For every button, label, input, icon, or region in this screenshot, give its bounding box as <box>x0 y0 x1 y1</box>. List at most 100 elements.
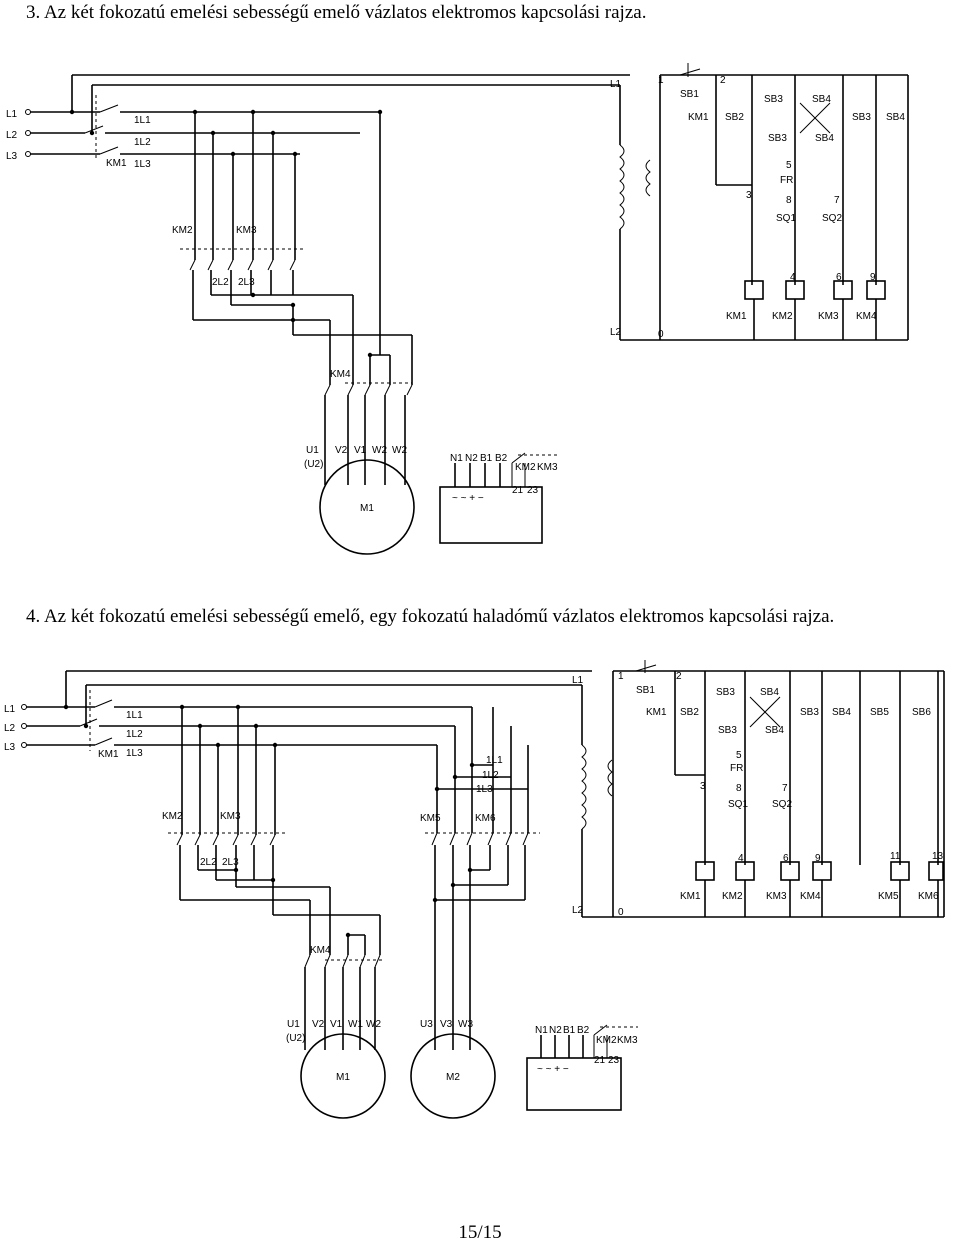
terminal-label: U1 <box>306 445 319 456</box>
caption-diagram-3: 3. Az két fokozatú emelési sebességű eme… <box>26 2 647 23</box>
rectifier-box <box>526 1057 622 1111</box>
contactor-label: KM4 <box>330 369 351 380</box>
node-label: 6 <box>836 272 842 283</box>
node-label: 3 <box>700 781 706 792</box>
button-label: SB6 <box>912 707 931 718</box>
terminal-label: V2 <box>335 445 348 456</box>
wiring-diagram-4: L1 L2 L3 KM1 1L1 1L2 1L3 KM <box>0 655 960 1200</box>
coil-label: KM3 <box>818 311 839 322</box>
coil-km1 <box>744 280 764 300</box>
bus-label: 2L3 <box>238 277 255 288</box>
wiring-diagram-3-svg: L1 L2 L3 KM1 1L1 1L2 1L3 <box>6 63 909 555</box>
motor-label: M1 <box>336 1072 350 1083</box>
control-section-1: L1 L2 1 2 3 4 5 6 7 8 9 0 SB1 KM1 SB2 SB… <box>610 63 909 341</box>
button-label: SB4 <box>765 725 784 736</box>
rectifier-symbols: ~ ~ + − <box>452 493 484 504</box>
terminal-label: W2 <box>392 445 407 456</box>
node-label: 7 <box>834 195 840 206</box>
aux-contact-label: KM1 <box>688 112 709 123</box>
motor-label: M2 <box>446 1072 460 1083</box>
coil-label: KM2 <box>772 311 793 322</box>
relay-label: FR <box>730 763 743 774</box>
bus-label: 1L1 <box>486 755 503 766</box>
bus-label: 1L3 <box>134 159 151 170</box>
terminal-label: B1 <box>563 1025 576 1036</box>
power-section-1: L1 L2 L3 KM1 1L1 1L2 1L3 <box>6 74 630 555</box>
limit-switch-label: SQ2 <box>772 799 792 810</box>
aux-label: 23 <box>608 1055 620 1066</box>
rectifier-box <box>439 486 543 544</box>
terminal-label: U1 <box>287 1019 300 1030</box>
button-label: SB3 <box>800 707 819 718</box>
aux-label: 21 <box>512 485 524 496</box>
bus-label: 1L2 <box>482 770 499 781</box>
control-section-2: L1 L2 1 2 3 4 5 6 7 8 9 11 13 0 SB1 KM1 … <box>572 660 945 918</box>
aux-label: KM3 <box>537 462 558 473</box>
coil-label: KM6 <box>918 891 939 902</box>
terminal-label: W2 <box>372 445 387 456</box>
terminal-label: (U2) <box>304 459 323 470</box>
node-label: 4 <box>738 853 744 864</box>
contactor-label: KM2 <box>162 811 183 822</box>
node-label: 9 <box>815 853 821 864</box>
node-label: 1 <box>618 671 624 682</box>
aux-label: KM3 <box>617 1035 638 1046</box>
coil-label: KM1 <box>680 891 701 902</box>
button-label: SB2 <box>725 112 744 123</box>
button-label: SB1 <box>636 685 655 696</box>
aux-label: 21 <box>594 1055 606 1066</box>
wiring-diagram-4-svg: L1 L2 L3 KM1 1L1 1L2 1L3 KM <box>4 660 945 1119</box>
terminal-label: V1 <box>354 445 367 456</box>
contactor-label: KM1 <box>106 158 127 169</box>
terminal-label: W1 <box>348 1019 363 1030</box>
motor-label: M1 <box>360 503 374 514</box>
control-line-label: L1 <box>610 79 622 90</box>
relay-label: FR <box>780 175 793 186</box>
rectifier-symbols: ~ ~ + − <box>537 1064 569 1075</box>
coil-label: KM2 <box>722 891 743 902</box>
coil-label: KM3 <box>766 891 787 902</box>
control-line-label: L2 <box>610 327 622 338</box>
phase-label: L2 <box>6 130 18 141</box>
terminal-label: N1 <box>535 1025 548 1036</box>
button-label: SB5 <box>870 707 889 718</box>
aux-label: KM2 <box>515 462 536 473</box>
button-label: SB4 <box>886 112 905 123</box>
contactor-label: KM4 <box>310 945 331 956</box>
motor-m1 <box>319 459 415 555</box>
button-label: SB1 <box>680 89 699 100</box>
caption-diagram-4: 4. Az két fokozatú emelési sebességű eme… <box>26 606 835 627</box>
bus-label: 1L1 <box>134 115 151 126</box>
limit-switch-label: SQ2 <box>822 213 842 224</box>
page-number: 15/15 <box>458 1222 502 1243</box>
button-label: SB4 <box>815 133 834 144</box>
control-line-label: L1 <box>572 675 584 686</box>
coil-label: KM4 <box>800 891 821 902</box>
node-label: 8 <box>736 783 742 794</box>
node-label: 5 <box>786 160 792 171</box>
contactor-label: KM3 <box>236 225 257 236</box>
phase-label: L2 <box>4 723 16 734</box>
button-label: SB2 <box>680 707 699 718</box>
phase-label: L3 <box>6 151 18 162</box>
terminal-label: V2 <box>312 1019 325 1030</box>
aux-label: KM2 <box>596 1035 617 1046</box>
terminal-label: V1 <box>330 1019 343 1030</box>
coil-label: KM1 <box>726 311 747 322</box>
button-label: SB3 <box>716 687 735 698</box>
node-label: 0 <box>618 907 624 918</box>
node-label: 2 <box>676 671 682 682</box>
terminal-label: B1 <box>480 453 493 464</box>
limit-switch-label: SQ1 <box>728 799 748 810</box>
node-label: 1 <box>658 75 664 86</box>
aux-label: 23 <box>527 485 539 496</box>
node-label: 2 <box>720 75 726 86</box>
phase-label: L1 <box>6 109 18 120</box>
bus-label: 2L2 <box>200 857 217 868</box>
motor-m1 <box>300 1033 386 1119</box>
contactor-label: KM6 <box>475 813 496 824</box>
wiring-diagram-3: L1 L2 L3 KM1 1L1 1L2 1L3 <box>0 55 960 575</box>
node-label: 9 <box>870 272 876 283</box>
motor-m2 <box>410 1033 496 1119</box>
button-label: SB3 <box>764 94 783 105</box>
